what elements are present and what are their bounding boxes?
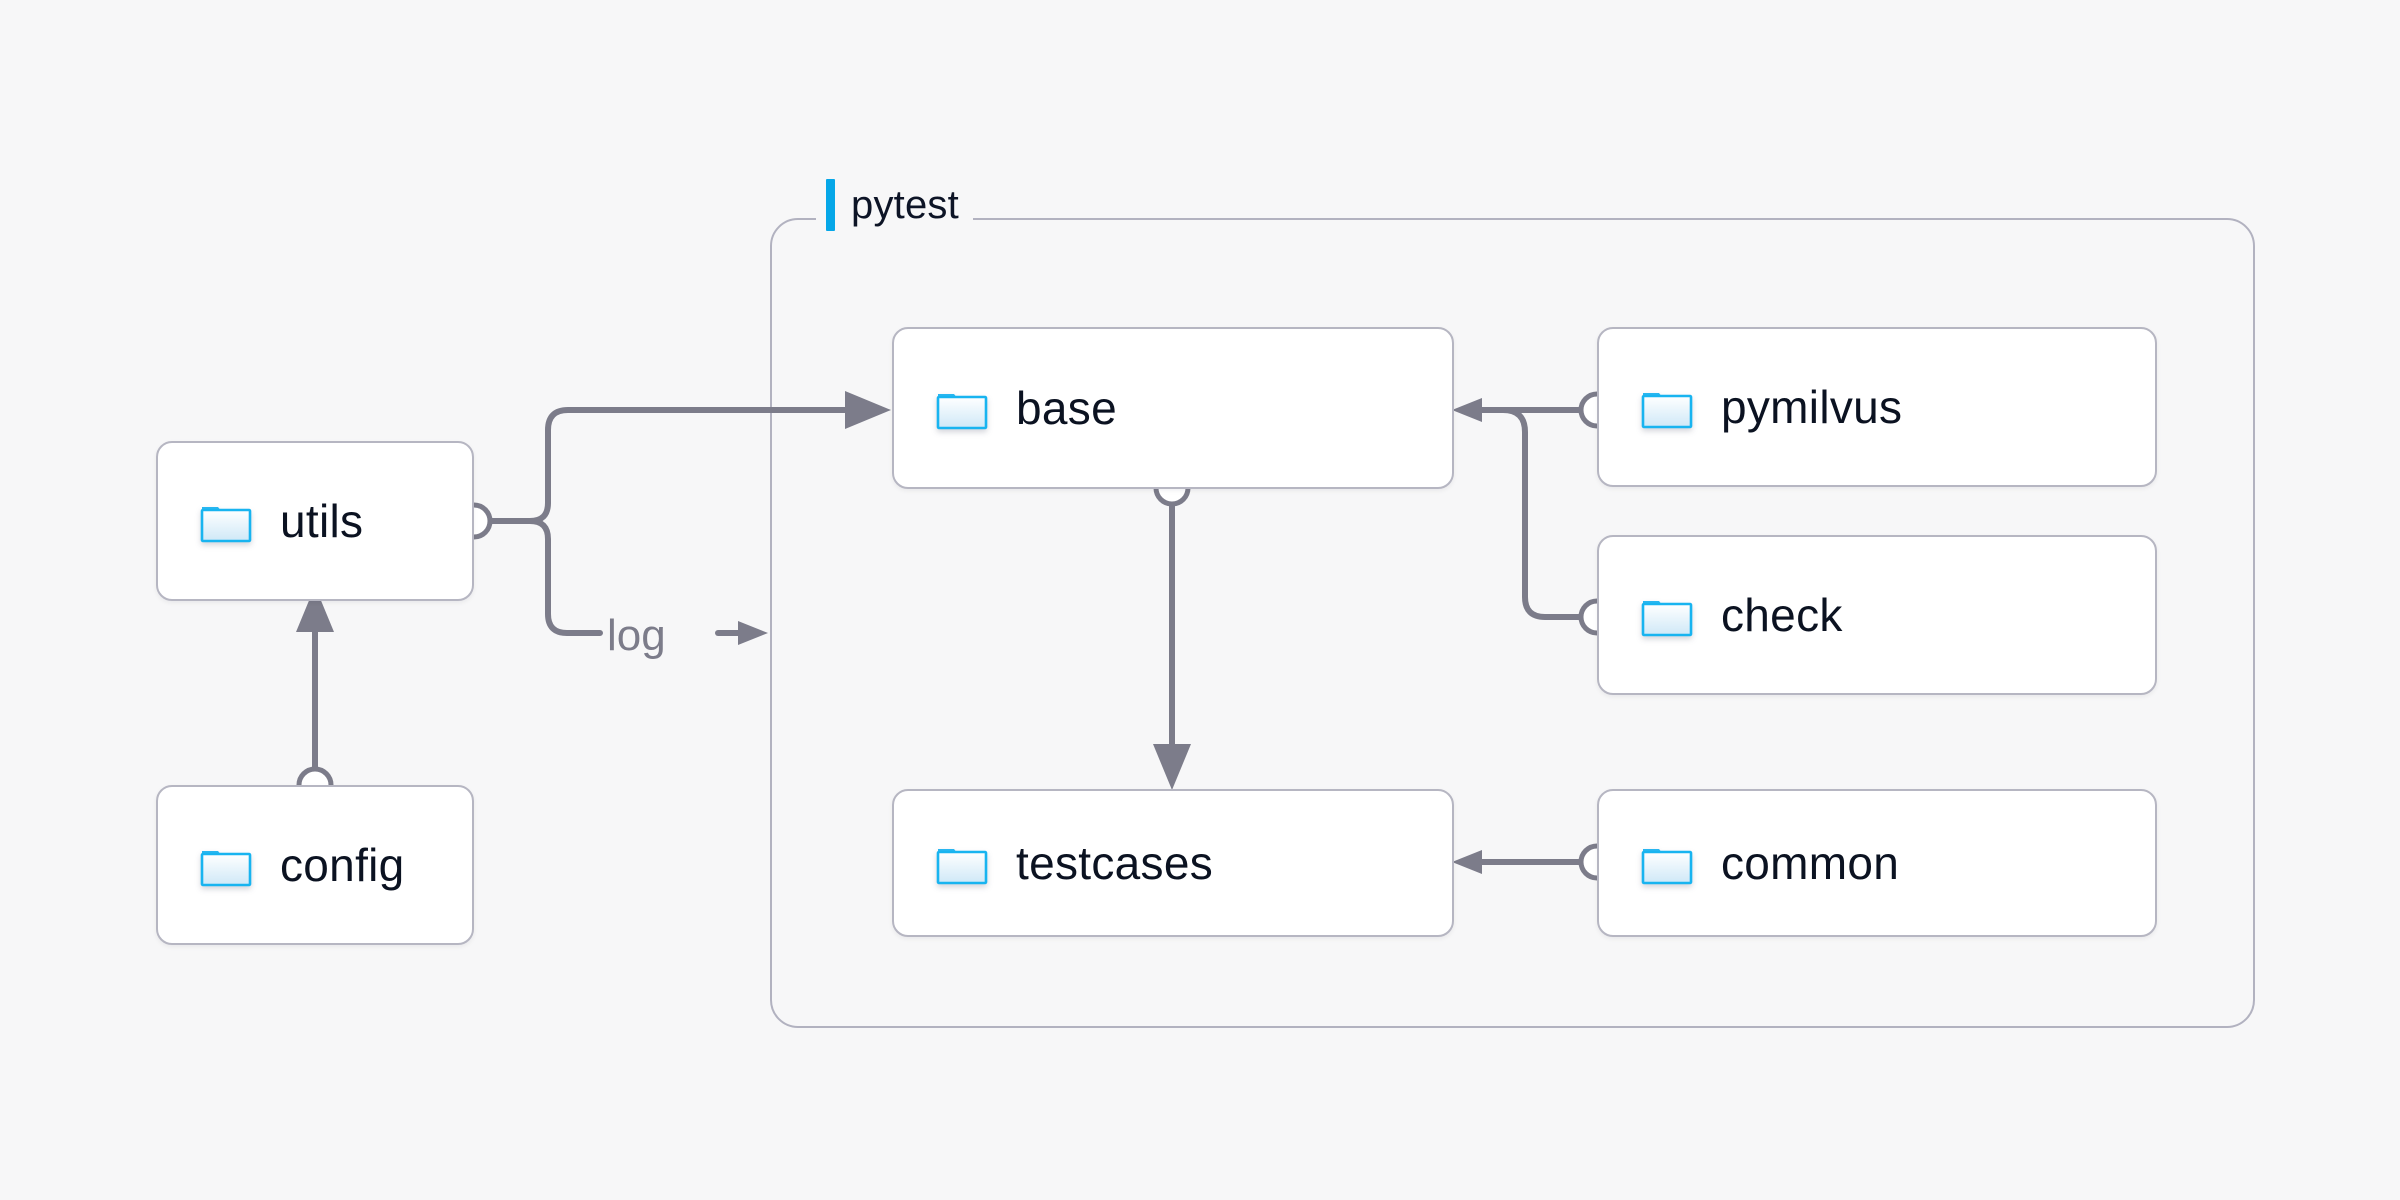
node-config-content: config — [158, 838, 405, 892]
node-utils-label: utils — [280, 495, 364, 547]
folder-icon — [200, 851, 252, 887]
node-common-content: common — [1599, 836, 1899, 890]
node-common-label: common — [1721, 837, 1900, 889]
folder-icon — [1641, 849, 1693, 885]
folder-icon — [1641, 393, 1693, 429]
node-testcases-label: testcases — [1016, 837, 1214, 889]
node-testcases-content: testcases — [894, 836, 1213, 890]
node-common[interactable]: common — [1597, 789, 2157, 937]
edge-utils-log — [487, 518, 603, 636]
node-pymilvus-label: pymilvus — [1721, 381, 1903, 433]
node-check-content: check — [1599, 588, 1843, 642]
node-pymilvus[interactable]: pymilvus — [1597, 327, 2157, 487]
node-base[interactable]: base — [892, 327, 1454, 489]
group-pytest — [770, 218, 2255, 1028]
node-config[interactable]: config — [156, 785, 474, 945]
folder-icon — [200, 507, 252, 543]
group-accent-bar — [826, 179, 835, 231]
node-base-label: base — [1016, 382, 1117, 434]
node-testcases[interactable]: testcases — [892, 789, 1454, 937]
group-title: pytest — [851, 182, 959, 227]
node-utils[interactable]: utils — [156, 441, 474, 601]
folder-icon — [936, 394, 988, 430]
node-check[interactable]: check — [1597, 535, 2157, 695]
edge-label-log: log — [607, 611, 666, 660]
folder-icon — [936, 849, 988, 885]
folder-icon — [1641, 601, 1693, 637]
arrowhead-log — [738, 621, 768, 645]
node-base-content: base — [894, 381, 1117, 435]
group-pytest-header: pytest — [816, 178, 973, 232]
node-config-label: config — [280, 839, 405, 891]
node-pymilvus-content: pymilvus — [1599, 380, 1902, 434]
node-check-label: check — [1721, 589, 1843, 641]
node-utils-content: utils — [158, 494, 363, 548]
